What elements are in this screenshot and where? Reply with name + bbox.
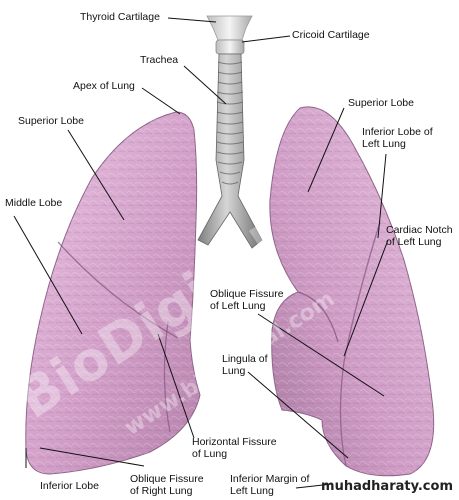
label-inferior-lobe: Inferior Lobe	[40, 480, 99, 492]
larynx	[206, 15, 253, 55]
label-cricoid-cartilage: Cricoid Cartilage	[292, 29, 370, 41]
right-lung	[25, 111, 201, 475]
label-superior-lobe-right-lung: Superior Lobe	[18, 115, 84, 127]
source-footer: muhadharaty.com	[321, 479, 453, 494]
label-apex-of-lung: Apex of Lung	[73, 80, 135, 92]
leader-lines	[13, 17, 389, 489]
label-superior-lobe-left-lung: Superior Lobe	[348, 97, 414, 109]
left-lung	[269, 106, 435, 477]
label-middle-lobe: Middle Lobe	[5, 197, 63, 209]
label-trachea: Trachea	[140, 54, 179, 66]
label-thyroid-cartilage: Thyroid Cartilage	[80, 11, 160, 23]
trachea-shape	[197, 53, 263, 249]
